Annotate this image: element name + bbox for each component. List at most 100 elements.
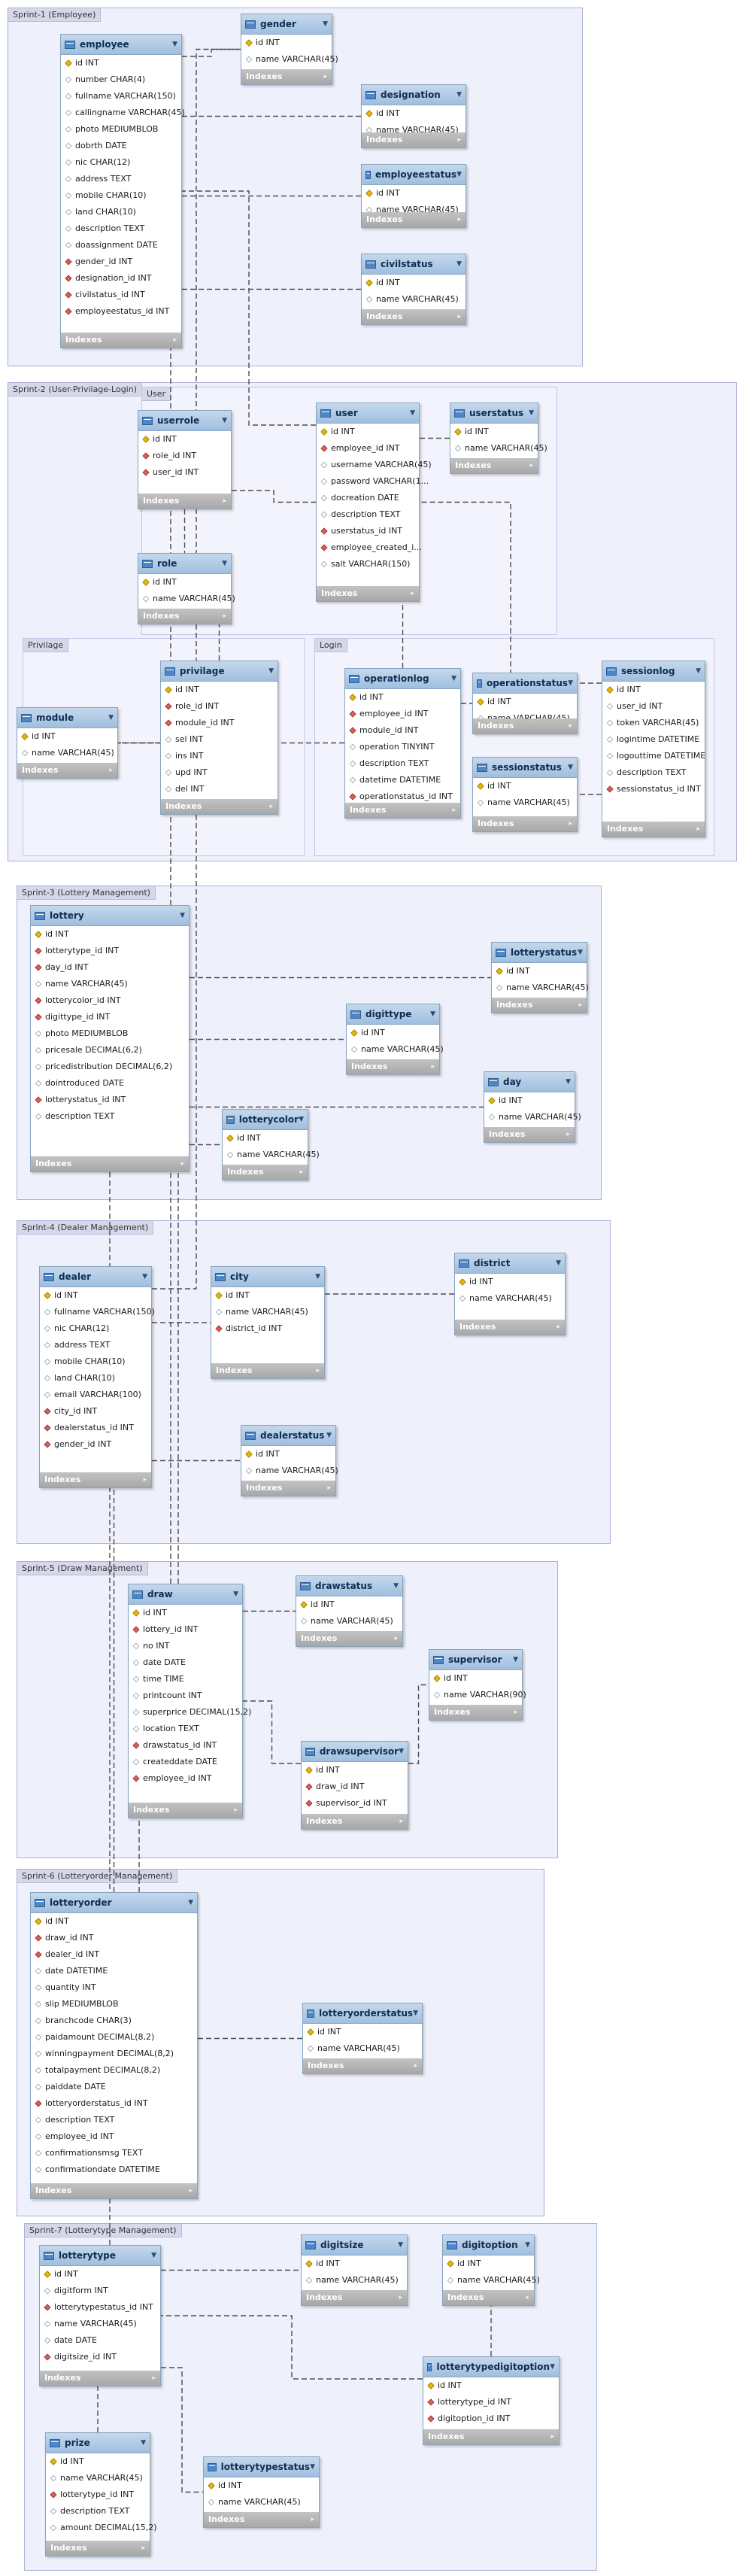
chevron-down-icon[interactable]: ▼ [393,1582,399,1590]
indexes-footer[interactable]: Indexes [61,333,181,348]
column-row[interactable]: employee_created_i... [317,539,422,556]
indexes-footer[interactable]: Indexes [302,1814,408,1829]
column-row[interactable]: id INT [423,2377,559,2394]
indexes-footer[interactable]: Indexes [473,816,577,831]
column-row[interactable]: id INT [40,1287,151,1304]
column-row[interactable]: time TIME [129,1671,242,1687]
column-row[interactable]: id INT [602,682,705,698]
chevron-down-icon[interactable]: ▼ [399,1748,404,1755]
table-header[interactable]: module▼ [17,708,117,728]
table-header[interactable]: supervisor▼ [429,1650,522,1670]
indexes-footer[interactable]: Indexes [211,1363,324,1378]
column-row[interactable]: photo MEDIUMBLOB [31,1025,189,1042]
table-header[interactable]: employeestatus▼ [362,165,466,185]
column-row[interactable]: docreation DATE [317,490,419,506]
column-row[interactable]: location TEXT [129,1721,242,1737]
chevron-down-icon[interactable]: ▼ [578,949,583,956]
column-row[interactable]: description TEXT [345,755,460,772]
column-row[interactable]: lotterystatus_id INT [31,1092,189,1108]
column-row[interactable]: upd INT [161,764,277,781]
column-row[interactable]: name VARCHAR(45) [17,745,117,761]
column-row[interactable]: description TEXT [46,2503,150,2520]
column-row[interactable]: id INT [484,1092,575,1109]
column-row[interactable]: id INT [241,35,332,51]
column-row[interactable]: createddate DATE [129,1754,242,1770]
chevron-down-icon[interactable]: ▼ [556,1259,561,1267]
column-row[interactable]: name VARCHAR(45) [450,440,547,457]
column-row[interactable]: name VARCHAR(45) [223,1147,320,1163]
column-row[interactable]: employee_id INT [31,2128,197,2145]
column-row[interactable]: id INT [429,1670,522,1687]
chevron-down-icon[interactable]: ▼ [142,1273,147,1280]
table-header[interactable]: digittype▼ [347,1004,439,1025]
column-row[interactable]: id INT [362,185,466,202]
table-header[interactable]: sessionstatus▼ [473,758,577,778]
chevron-down-icon[interactable]: ▼ [172,41,177,48]
chevron-down-icon[interactable]: ▼ [108,714,114,721]
table-header[interactable]: lotterytype▼ [40,2246,160,2266]
indexes-footer[interactable]: Indexes [362,132,466,147]
indexes-footer[interactable]: Indexes [129,1803,242,1818]
column-row[interactable]: draw_id INT [302,1779,408,1795]
column-row[interactable]: day_id INT [31,959,189,976]
column-row[interactable]: quantity INT [31,1979,197,1996]
chevron-down-icon[interactable]: ▼ [430,1010,435,1018]
chevron-down-icon[interactable]: ▼ [323,20,328,28]
chevron-down-icon[interactable]: ▼ [222,560,227,567]
chevron-down-icon[interactable]: ▼ [141,2439,146,2447]
column-row[interactable]: id INT [450,424,538,440]
column-row[interactable]: winningpayment DECIMAL(8,2) [31,2046,197,2062]
column-row[interactable]: name VARCHAR(45) [46,2470,150,2486]
column-row[interactable]: digitform INT [40,2283,160,2299]
table-header[interactable]: digitoption▼ [443,2235,534,2256]
column-row[interactable]: address TEXT [40,1337,151,1353]
column-row[interactable]: operationstatus_id INT [345,788,460,805]
column-row[interactable]: lotteryorderstatus_id INT [31,2095,197,2112]
column-row[interactable]: date DATETIME [31,1963,197,1979]
indexes-footer[interactable]: Indexes [241,1481,335,1496]
column-row[interactable]: employee_id INT [317,440,419,457]
column-row[interactable]: id INT [61,55,181,71]
column-row[interactable]: lotterytypestatus_id INT [40,2299,160,2316]
indexes-footer[interactable]: Indexes [455,1320,565,1335]
column-row[interactable]: supervisor_id INT [302,1795,408,1812]
column-row[interactable]: module_id INT [161,715,277,731]
indexes-footer[interactable]: Indexes [317,586,419,601]
table-header[interactable]: operationstatus▼ [473,673,577,694]
column-row[interactable]: user_id INT [602,698,705,715]
column-row[interactable]: id INT [31,926,189,943]
indexes-footer[interactable]: Indexes [492,998,587,1013]
column-row[interactable]: printcount INT [129,1687,242,1704]
column-row[interactable]: mobile CHAR(10) [61,187,181,204]
column-row[interactable]: name VARCHAR(45) [302,2272,407,2289]
column-row[interactable]: id INT [302,1762,408,1779]
column-row[interactable]: name VARCHAR(45) [138,591,235,607]
column-row[interactable]: name VARCHAR(45) [492,980,589,996]
column-row[interactable]: dealer_id INT [31,1946,197,1963]
indexes-footer[interactable]: Indexes [31,1156,189,1171]
column-row[interactable]: name VARCHAR(45) [347,1041,444,1058]
column-row[interactable]: digittype_id INT [31,1009,189,1025]
table-header[interactable]: designation▼ [362,85,466,105]
chevron-down-icon[interactable]: ▼ [451,675,456,682]
table-header[interactable]: userrole▼ [138,411,231,431]
chevron-down-icon[interactable]: ▼ [310,2463,315,2471]
column-row[interactable]: id INT [204,2477,319,2494]
table-header[interactable]: draw▼ [129,1584,242,1605]
column-row[interactable]: user_id INT [138,464,231,481]
indexes-footer[interactable]: Indexes [161,799,277,814]
column-row[interactable]: id INT [138,574,231,591]
column-row[interactable]: confirmationdate DATETIME [31,2161,197,2178]
